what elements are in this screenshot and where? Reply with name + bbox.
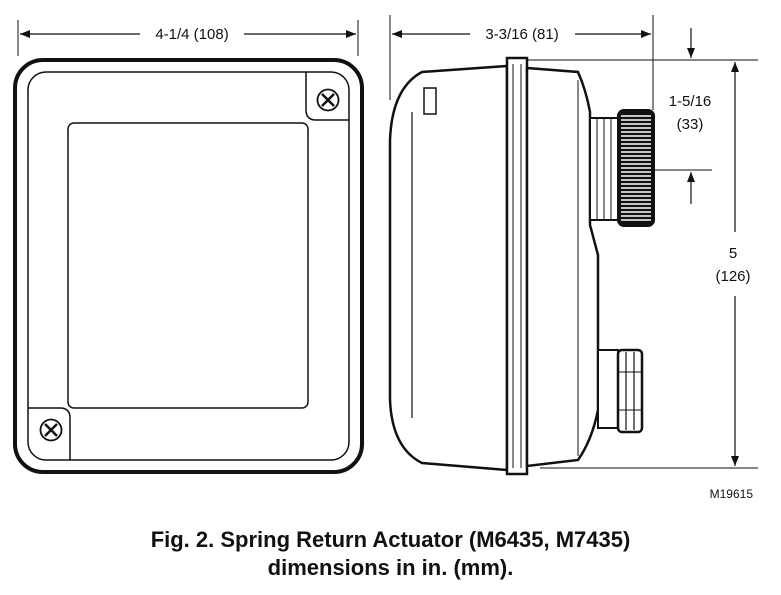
conduit-fitting-base <box>597 349 619 429</box>
knob-knurling <box>621 115 651 221</box>
corner-pad-top-right <box>305 72 349 121</box>
knob-dimension-label: 1-5/16 <box>669 93 712 110</box>
rear-housing <box>388 64 509 472</box>
knob-dimension-label-mm: (33) <box>677 116 704 133</box>
rear-clip <box>423 87 437 115</box>
depth-dimension-label: 3-3/16 (81) <box>485 26 558 43</box>
corner-pad-bottom-left <box>28 407 71 460</box>
conduit-fitting <box>616 348 644 434</box>
caption-line-1: Fig. 2. Spring Return Actuator (M6435, M… <box>150 527 631 552</box>
width-dimension-label: 4-1/4 (108) <box>155 26 228 43</box>
front-housing <box>525 66 600 468</box>
figure-caption: Fig. 2. Spring Return Actuator (M6435, M… <box>0 526 781 582</box>
figure-code: M19615 <box>710 487 754 501</box>
height-dimension-label: 5 <box>729 245 737 262</box>
front-label-window <box>67 122 309 409</box>
screw-icon <box>316 88 340 112</box>
front-view: 4-1/4 (108) <box>13 20 364 474</box>
height-dimension-label-mm: (126) <box>715 268 750 285</box>
screw-icon <box>39 418 63 442</box>
caption-line-2: dimensions in in. (mm). <box>267 555 514 580</box>
side-view: 3-3/16 (81) 1-5/16 (33) <box>388 15 758 476</box>
housing-flange <box>505 56 529 476</box>
